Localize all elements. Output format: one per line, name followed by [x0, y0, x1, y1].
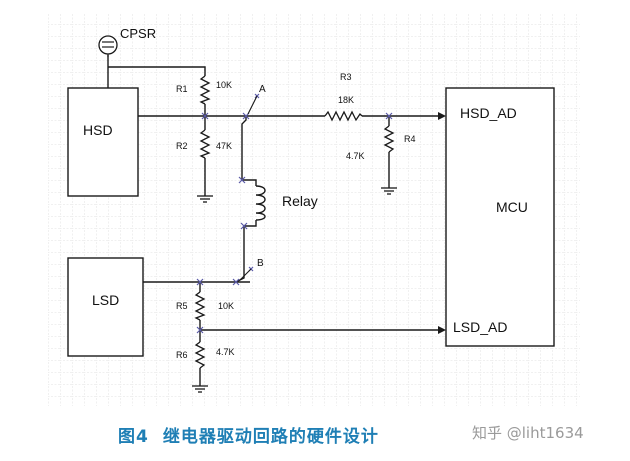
r4-value: 4.7K: [346, 151, 365, 161]
lsd-block: [67, 257, 144, 357]
ground-symbol: [197, 195, 213, 203]
r1-value: 10K: [216, 80, 232, 90]
resistor-r3: [324, 110, 363, 122]
figure-caption: 图4 继电器驱动回路的硬件设计: [118, 422, 379, 447]
r2-name: R2: [176, 141, 188, 151]
hsd-label: HSD: [83, 122, 113, 138]
resistor-r6: [194, 341, 206, 369]
hsd-ad-label: HSD_AD: [460, 105, 517, 121]
cpsr-label: CPSR: [120, 26, 156, 41]
node-marker: [196, 93, 393, 334]
r2-value: 47K: [216, 141, 232, 151]
caption-row: 图4 继电器驱动回路的硬件设计 知乎 @liht1634: [0, 414, 630, 454]
node-a-lead: [247, 95, 258, 115]
relay-drive-circuit-diagram: CPSR HSD LSD MCU HSD_AD LSD_AD Relay A B…: [48, 14, 580, 406]
relay-coil: [255, 185, 266, 221]
mcu-label: MCU: [496, 199, 528, 215]
ground-symbol: [192, 385, 208, 393]
cpsr-source: [98, 35, 118, 57]
relay-label: Relay: [282, 193, 318, 209]
mcu-block: [445, 87, 555, 347]
r4-name: R4: [404, 134, 416, 144]
node-a-label: A: [259, 84, 266, 95]
resistor-r4: [383, 125, 395, 153]
r5-value: 10K: [218, 301, 234, 311]
resistor-r1: [199, 75, 211, 105]
figure-title: 继电器驱动回路的硬件设计: [162, 427, 379, 447]
r6-name: R6: [176, 350, 188, 360]
node-b-label: B: [257, 258, 264, 269]
hsd-ad-arrow: [438, 112, 446, 120]
figure-number: 图4: [118, 427, 149, 447]
r6-value: 4.7K: [216, 347, 235, 357]
resistor-r5: [194, 291, 206, 321]
r3-value: 18K: [338, 95, 354, 105]
resistor-r2: [199, 129, 211, 159]
node-b-lead: [239, 268, 252, 281]
r5-name: R5: [176, 301, 188, 311]
hsd-block: [67, 87, 139, 197]
r3-name: R3: [340, 72, 352, 82]
lsd-ad-arrow: [438, 326, 446, 334]
watermark: 知乎 @liht1634: [472, 424, 584, 442]
ground-symbol: [381, 187, 397, 195]
lsd-ad-label: LSD_AD: [453, 319, 507, 335]
lsd-label: LSD: [92, 292, 119, 308]
r1-name: R1: [176, 84, 188, 94]
